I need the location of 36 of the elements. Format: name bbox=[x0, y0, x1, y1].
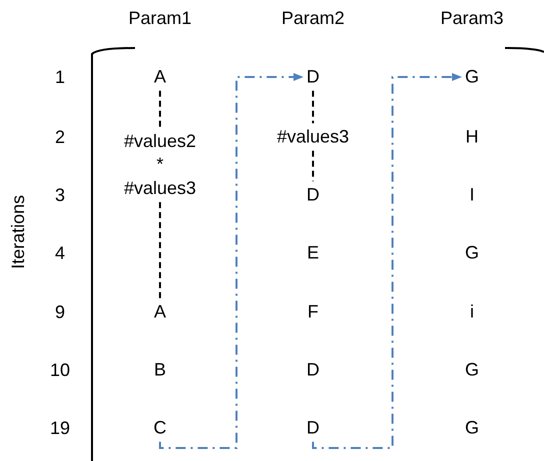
cell-value: i bbox=[470, 300, 474, 324]
connector bbox=[312, 73, 462, 449]
row-number: 19 bbox=[50, 416, 70, 440]
cell-value: G bbox=[465, 241, 479, 265]
axis-label: Iterations bbox=[6, 194, 29, 270]
row-number: 1 bbox=[55, 66, 65, 88]
cell-value: G bbox=[465, 358, 479, 382]
cell-value: #values3 bbox=[276, 125, 350, 149]
connector bbox=[312, 150, 314, 182]
cell-value: A bbox=[154, 300, 166, 324]
row-number: 9 bbox=[55, 300, 65, 324]
cell-value: G bbox=[465, 65, 479, 89]
column-header: Param1 bbox=[128, 6, 192, 30]
cell-value: D bbox=[306, 358, 320, 382]
cell-value: I bbox=[470, 183, 474, 207]
cell-value: #values2 * #values3 bbox=[120, 130, 200, 200]
column-header: Param2 bbox=[281, 6, 345, 30]
connector bbox=[312, 90, 314, 124]
cell-value: B bbox=[154, 358, 166, 382]
column-header: Param3 bbox=[440, 6, 504, 30]
cell-value: D bbox=[306, 416, 320, 440]
cell-value: A bbox=[154, 65, 166, 89]
row-number: 4 bbox=[55, 242, 65, 264]
connector bbox=[159, 202, 161, 298]
cell-value: D bbox=[306, 183, 320, 207]
cell-value: C bbox=[154, 416, 166, 440]
cell-value: H bbox=[466, 125, 478, 149]
connector bbox=[159, 90, 161, 128]
row-number: 2 bbox=[55, 126, 65, 148]
cell-value: D bbox=[306, 65, 320, 89]
row-number: 10 bbox=[50, 358, 70, 382]
cell-value: F bbox=[308, 300, 318, 324]
row-number: 3 bbox=[55, 184, 65, 206]
connector bbox=[159, 73, 304, 449]
cell-value: E bbox=[307, 241, 319, 265]
cell-value: G bbox=[465, 416, 479, 440]
